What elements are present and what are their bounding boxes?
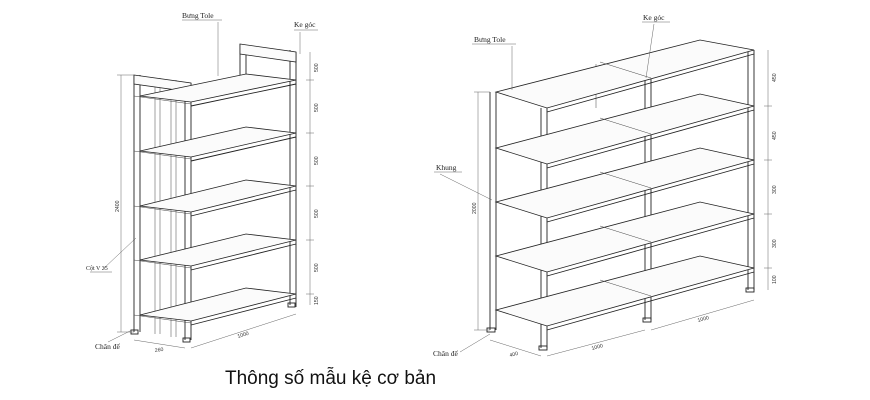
dim-left-spacing-6: 150 <box>314 296 320 305</box>
label-top-panel-right: Bưng Tole <box>474 35 506 44</box>
right-shelf-1 <box>494 93 755 165</box>
label-corner-left: Ke góc <box>294 20 316 29</box>
left-shelf-3 <box>139 179 297 213</box>
dim-right-spacing-1: 450 <box>772 73 778 82</box>
dim-right-spacing-5: 100 <box>772 275 778 284</box>
dim-left-spacing-5: 500 <box>314 263 320 272</box>
dim-left-spacing-1: 500 <box>314 63 320 72</box>
dim-right-length-a: 1000 <box>591 343 604 352</box>
dim-right-height: 2000 <box>472 202 478 214</box>
dim-left-length: 1000 <box>237 331 250 340</box>
right-rack: Bưng Tole Ke góc Khung Chân đế 2000 400 … <box>433 13 778 359</box>
left-rack: Bưng Tole Ke góc Cột V 35 Chân đế 2400 2… <box>86 11 320 354</box>
label-foot-left: Chân đế <box>95 342 120 351</box>
dim-right-spacing-4: 300 <box>772 239 778 248</box>
dim-right-spacing-3: 300 <box>772 185 778 194</box>
dim-right-length-b: 1000 <box>697 315 710 324</box>
diagram-caption: Thông số mẫu kệ cơ bản <box>225 368 437 389</box>
right-shelf-4 <box>494 255 755 327</box>
left-shelf-2 <box>139 126 297 158</box>
left-shelf-5 <box>139 287 297 322</box>
right-top-panel <box>494 39 755 109</box>
right-foot-b <box>538 345 548 351</box>
right-foot-d <box>745 287 755 293</box>
dim-left-depth: 260 <box>154 347 164 354</box>
left-top-back-panel <box>239 43 297 63</box>
left-foot-c <box>287 302 296 308</box>
dim-left-spacing-4: 500 <box>314 209 320 218</box>
dim-right-depth: 400 <box>509 351 519 359</box>
dim-left-spacing-3: 500 <box>314 156 320 165</box>
label-top-panel-left: Bưng Tole <box>182 11 214 20</box>
label-frame-right: Khung <box>436 163 457 172</box>
right-shelf-2 <box>494 147 755 219</box>
right-foot-c <box>642 317 652 323</box>
label-foot-right: Chân đế <box>433 349 458 358</box>
left-shelf-1 <box>139 73 297 103</box>
dim-left-spacing-2: 500 <box>314 103 320 112</box>
left-shelf-4 <box>139 233 297 267</box>
dim-left-height: 2400 <box>115 200 121 212</box>
right-shelf-3 <box>494 201 755 273</box>
dim-right-spacing-2: 450 <box>772 131 778 140</box>
label-corner-right: Ke góc <box>643 13 665 22</box>
left-foot-b <box>182 337 191 343</box>
label-post-left: Cột V 35 <box>86 266 108 272</box>
